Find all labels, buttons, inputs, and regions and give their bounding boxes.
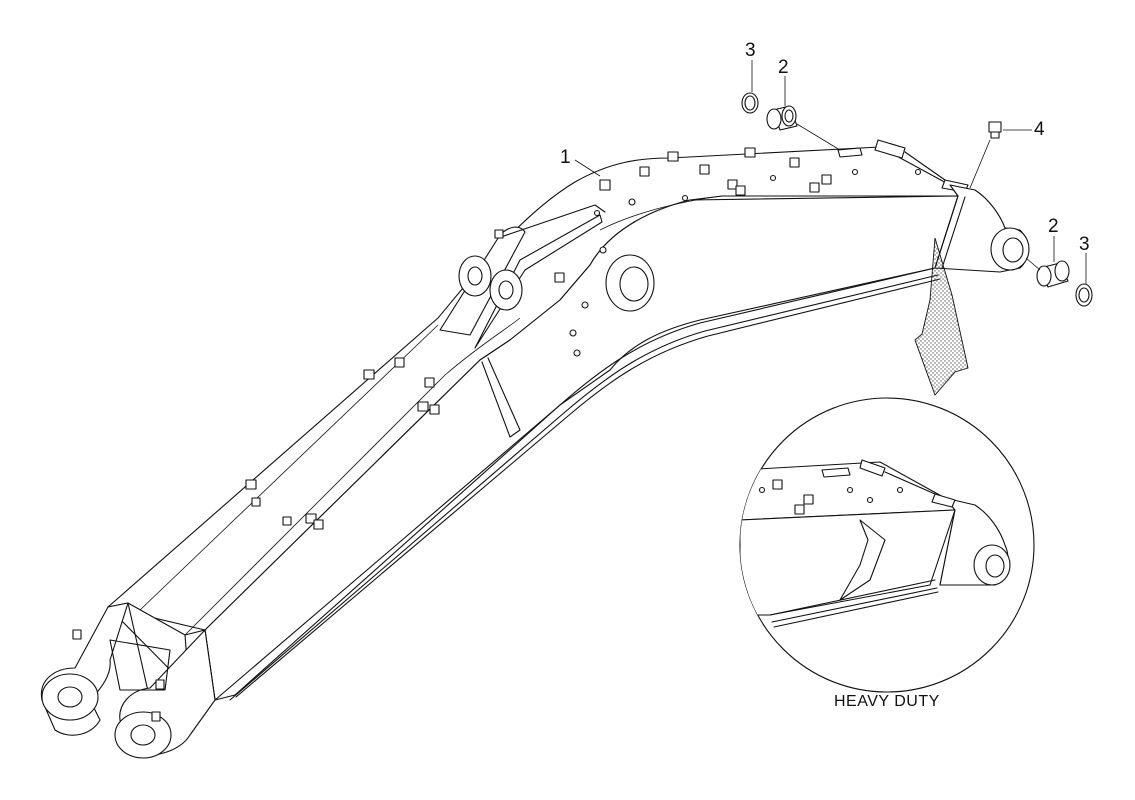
part-2-bushing-top: [766, 105, 798, 131]
detail-arrow: [914, 237, 969, 396]
part-3-ring-right: [1075, 283, 1093, 307]
detail-caption: HEAVY DUTY: [834, 693, 940, 710]
callout-1: 1: [560, 147, 571, 168]
boom-foot: [934, 184, 1030, 273]
callout-4: 4: [1034, 119, 1045, 140]
part-3-ring-top: [741, 92, 759, 114]
callout-3-top: 3: [745, 40, 756, 61]
leader-lines: [574, 60, 1087, 284]
part-2-bushing-right: [1036, 260, 1070, 288]
callout-2-right: 2: [1048, 216, 1059, 237]
part-4-grease-nipple: [988, 121, 1002, 139]
boom-nose-fork: [40, 602, 216, 759]
callout-2-top: 2: [778, 57, 789, 78]
heavy-duty-detail: [739, 397, 1035, 693]
callout-3-right: 3: [1079, 234, 1090, 255]
